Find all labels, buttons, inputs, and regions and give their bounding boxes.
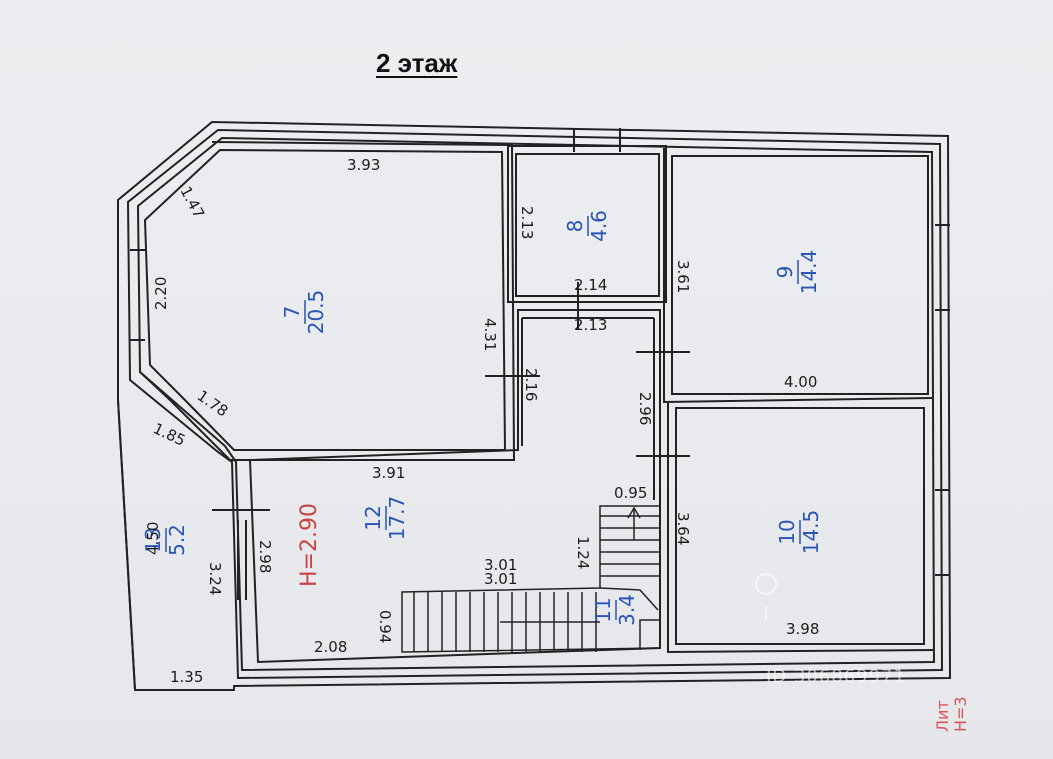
corner-annotation: Лит H=3 [933, 696, 970, 732]
room-7-area: 20.5 [304, 290, 328, 335]
room-10-area: 14.5 [799, 510, 823, 555]
dim-214: 2.14 [574, 276, 607, 294]
room-7-label: 7 20.5 [280, 290, 328, 335]
floor-title: 2 этаж [376, 48, 458, 78]
dim-216: 2.16 [522, 368, 540, 401]
room-7-number: 7 [280, 306, 304, 319]
dim-301a: 3.01 [484, 556, 517, 574]
dim-431: 4.31 [481, 318, 499, 351]
room-10-wall [675, 407, 925, 645]
opening-ticks [130, 128, 950, 600]
dim-391: 3.91 [372, 464, 405, 482]
ceiling-height-label: H=2.90 [297, 503, 322, 587]
watermark-pin-icon [755, 573, 778, 620]
room-11-area: 3.4 [615, 594, 639, 626]
dim-398: 3.98 [786, 620, 819, 638]
dim-208: 2.08 [314, 638, 347, 656]
room-11-label: 11 3.4 [591, 594, 639, 626]
room-7-wall [143, 148, 507, 451]
room-13-area: 5.2 [165, 524, 189, 556]
room-11-number: 11 [591, 597, 615, 622]
dimension-labels: 3.93 1.47 2.20 4.31 1.78 1.85 4.50 3.24 … [144, 156, 819, 686]
corridor-wall [521, 317, 655, 500]
dim-135: 1.35 [170, 668, 203, 686]
hall-12-wall [248, 309, 661, 664]
dim-393: 3.93 [347, 156, 380, 174]
dim-298: 2.98 [256, 540, 274, 573]
room-12-label: 12 17.7 [361, 496, 409, 541]
dim-213a: 2.13 [518, 206, 536, 239]
room-labels: 7 20.5 8 4.6 9 14.4 10 14.5 11 [141, 210, 823, 626]
room-10-label: 10 14.5 [775, 510, 823, 555]
room-9-number: 9 [773, 266, 797, 279]
room-10-number: 10 [775, 519, 799, 544]
watermark-id: ID 306869971 [766, 666, 906, 687]
dim-296: 2.96 [636, 392, 654, 425]
outer-wall-middle [126, 128, 944, 680]
dim-324: 3.24 [206, 562, 224, 595]
staircase [401, 505, 661, 653]
dim-361: 3.61 [674, 260, 692, 293]
room-7-wall-inner [139, 141, 516, 461]
room-12-area: 17.7 [385, 496, 409, 541]
corner-text-1: Лит [933, 700, 952, 732]
watermark: ID 306869971 [755, 573, 906, 687]
room-9-label: 9 14.4 [773, 250, 821, 295]
dim-220: 2.20 [152, 277, 170, 310]
dim-124: 1.24 [574, 536, 592, 569]
room-8-area: 4.6 [587, 210, 611, 242]
dim-301b: 3.01 [484, 570, 517, 588]
dim-400: 4.00 [784, 373, 817, 391]
room-12-number: 12 [361, 505, 385, 530]
room-8-label: 8 4.6 [563, 210, 611, 242]
rooms-9-10-divider [663, 148, 935, 654]
dim-094: 0.94 [376, 610, 394, 643]
outer-wall-inner [136, 136, 936, 672]
room-13-number: 13 [141, 527, 165, 552]
dim-450: 4.50 [144, 522, 162, 555]
room-8-wall [515, 153, 660, 297]
room-9-wall [671, 155, 929, 395]
room-8-number: 8 [563, 220, 587, 233]
room-9-area: 14.4 [797, 250, 821, 295]
room-8-wall-outer [507, 145, 667, 303]
dim-364: 3.64 [674, 512, 692, 545]
room-13-label: 13 5.2 [141, 524, 189, 556]
dim-095: 0.95 [614, 484, 647, 502]
corner-text-2: H=3 [951, 696, 970, 732]
dim-213b: 2.13 [574, 316, 607, 334]
room-13-wall [117, 399, 234, 691]
dim-147: 1.47 [176, 183, 208, 221]
